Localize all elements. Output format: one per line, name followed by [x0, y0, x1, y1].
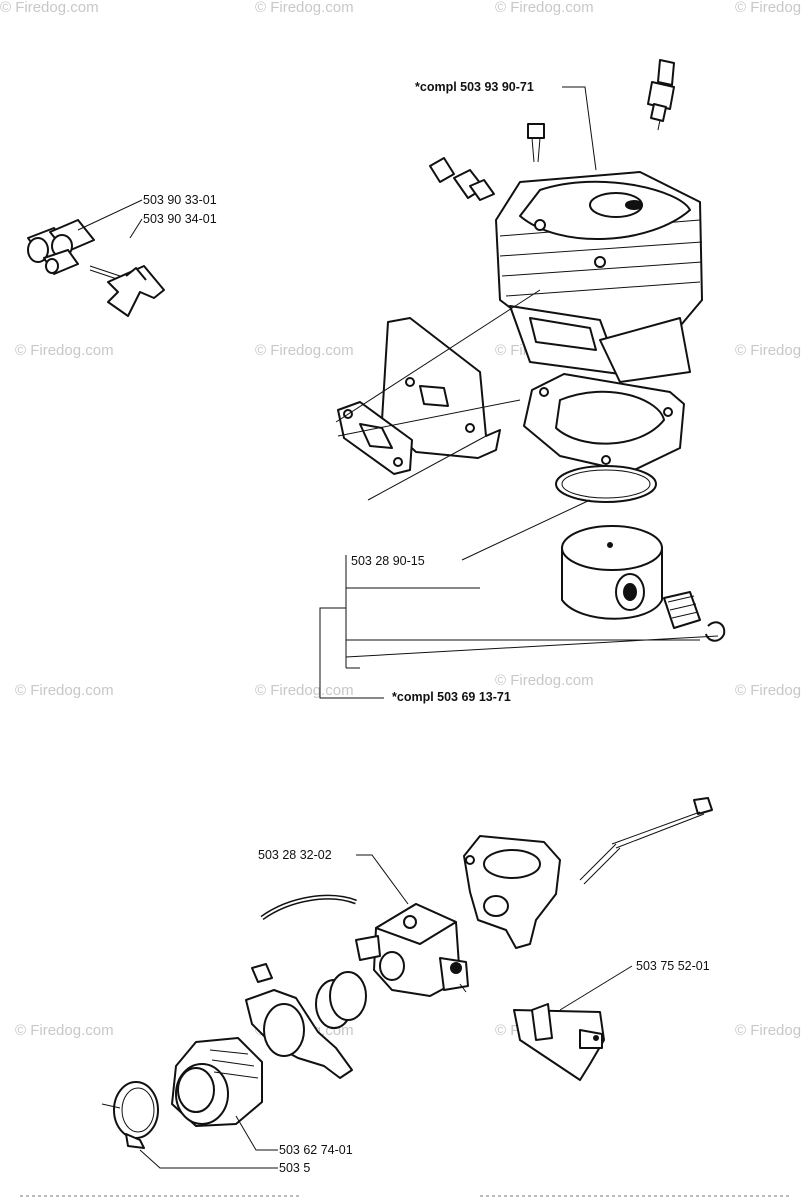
- part-label-503-90-34-01: 503 90 34-01: [143, 212, 217, 226]
- needle-bearing-drawing: [663, 591, 701, 629]
- carburetor-adapter-drawing: [463, 835, 561, 949]
- decompression-leader-lines: [77, 199, 143, 239]
- watermark-text: © Firedog.com: [735, 682, 802, 699]
- piston-drawing: [561, 525, 663, 620]
- watermark-layer: © Firedog.com © Firedog.com © Firedog.com ©…: [0, 0, 802, 1039]
- piston-ring-part-label: 503 28 90-15: [351, 554, 425, 568]
- clamp-part-label: 503 5: [279, 1161, 310, 1175]
- watermark-text: © Firedog.com: [15, 682, 114, 699]
- part-label-503-90-33-01: 503 90 33-01: [143, 193, 217, 207]
- watermark-text: © Firedog.com: [495, 672, 594, 689]
- piston-leader-lines: [319, 499, 719, 699]
- hose-clamp-drawing: [101, 1081, 159, 1149]
- watermark-text: © Firedog.com: [0, 0, 99, 16]
- watermark-text: © Firedog.com: [735, 342, 802, 359]
- carburetor-part-label: 503 28 32-02: [258, 848, 332, 862]
- spark-plug-drawing: [647, 59, 675, 131]
- cylinder-drawing: [495, 171, 703, 383]
- watermark-text: © Firedog.com: [15, 342, 114, 359]
- decompression-valve-cylinder-drawing: [429, 157, 495, 201]
- watermark-text: © Firedog.com: [255, 342, 354, 359]
- carburetor-drawing: [355, 903, 469, 997]
- adapter-ring-drawing: [315, 971, 367, 1029]
- watermark-text: © Firedog.com: [735, 1022, 802, 1039]
- carburetor-bolt-drawing: [579, 797, 713, 885]
- watermark-text: © Firedog.com: [255, 0, 354, 16]
- intake-flange-drawing: [245, 989, 353, 1079]
- fuel-hose-drawing: [260, 894, 357, 921]
- circlip-drawing: [705, 621, 726, 642]
- cylinder-screw-drawing: [527, 123, 545, 163]
- small-gasket-drawing: [251, 963, 273, 983]
- bottom-leader-lines: [139, 854, 633, 1169]
- cylinder-assembly-label: *compl 503 93 90-71: [415, 80, 534, 94]
- intake-boot-part-label: 503 62 74-01: [279, 1143, 353, 1157]
- piston-assembly-label: *compl 503 69 13-71: [392, 690, 511, 704]
- watermark-text: © Firedog.com: [15, 1022, 114, 1039]
- filter-part-label: 503 75 52-01: [636, 959, 710, 973]
- watermark-text: © Firedog.com: [255, 682, 354, 699]
- intake-boot-drawing: [171, 1037, 263, 1127]
- watermark-text: © Firedog.com: [495, 0, 594, 16]
- decompression-valve-drawing: [27, 219, 165, 317]
- air-filter-piece-drawing: [513, 1003, 605, 1081]
- cylinder-leader-lines: [335, 86, 597, 501]
- watermark-text: © Firedog.com: [735, 0, 802, 16]
- cylinder-base-gasket-drawing: [523, 373, 685, 473]
- piston-ring-drawing: [555, 465, 657, 503]
